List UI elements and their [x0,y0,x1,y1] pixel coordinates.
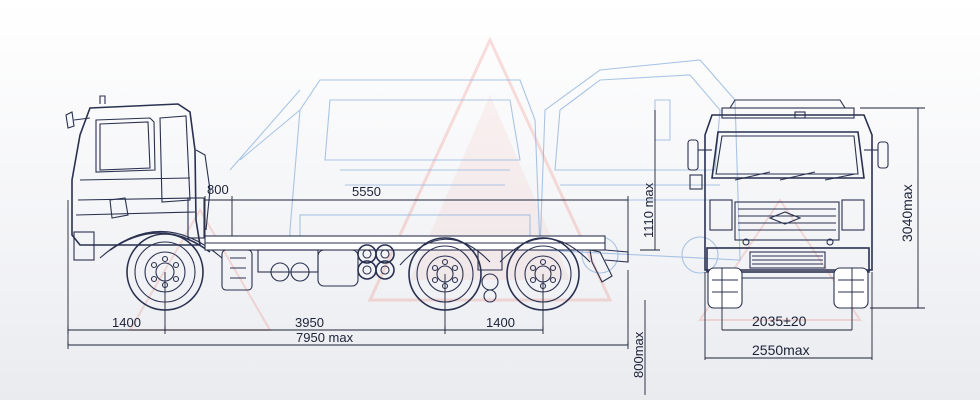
truck-front-view [687,99,889,309]
dim-rear-height: 800max [631,331,646,378]
rear-wheel-1 [408,237,482,311]
dim-wheelbase: 3950 [295,315,324,330]
dim-bogie: 1400 [486,315,515,330]
dim-overall-height: 3040max [899,184,915,242]
dim-cab-to-frame: 800 [207,182,229,197]
dim-overall-width: 2550max [752,342,810,358]
dimension-labels: 1400 3950 1400 7950 max 800 5550 1110 ma… [112,182,915,378]
dimension-lines [67,107,925,395]
dim-overall-length: 7950 max [296,330,354,345]
dim-track-width: 2035±20 [752,313,807,329]
truck-side-view [65,95,629,311]
dim-frame-height: 1110 max [641,182,656,238]
dim-front-overhang: 1400 [112,315,141,330]
dim-frame-length: 5550 [352,184,381,199]
